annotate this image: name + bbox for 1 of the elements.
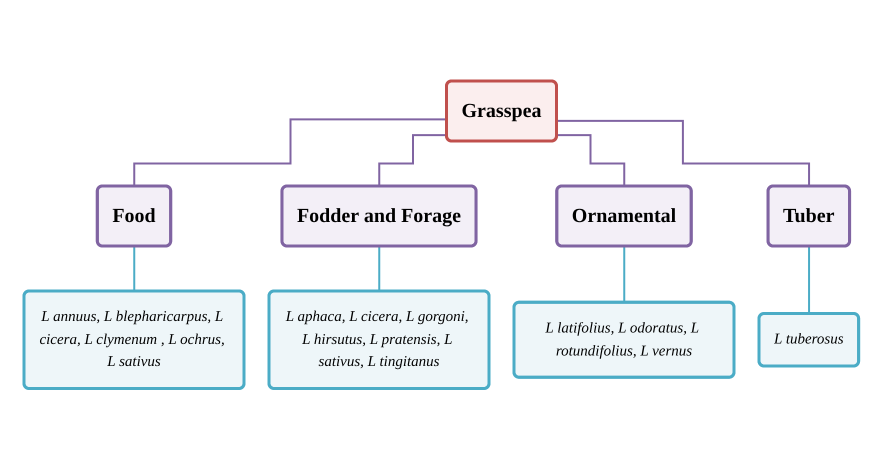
- connector: [623, 246, 626, 304]
